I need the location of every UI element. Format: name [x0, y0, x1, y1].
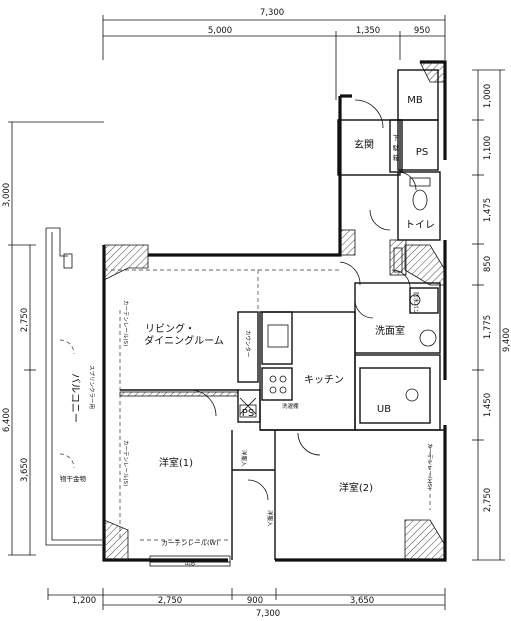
- closet-label-1: 洋服入: [240, 450, 248, 467]
- left-dimensions: [8, 121, 104, 556]
- shoe-box-3: 箱: [393, 153, 400, 162]
- dim-right-d: 850: [483, 256, 493, 272]
- dim-bottom-d: 3,650: [350, 596, 374, 606]
- balcony-outline: [45, 227, 102, 546]
- room-ps-mid: PS: [242, 408, 254, 419]
- dim-left-b: 2,750: [20, 308, 30, 332]
- curtain-rail-living: カーテンレール(S): [122, 300, 129, 346]
- dim-right-b: 1,100: [483, 136, 493, 160]
- waterproof-pan-label: 防水パン: [412, 292, 420, 315]
- curtain-rail-western1: カーテンレール(S): [122, 440, 129, 486]
- fixtures: [239, 177, 437, 418]
- room-ub: UB: [377, 404, 391, 415]
- dim-top-b: 1,350: [356, 26, 380, 36]
- room-ps-top: PS: [416, 147, 428, 158]
- dim-bottom-a: 1,200: [72, 596, 96, 606]
- room-living-2: ダイニングルーム: [144, 334, 224, 347]
- counter-label: カウンター: [244, 330, 252, 358]
- dim-bottom-total: 7,300: [256, 609, 280, 619]
- linen-label: 洗濯棚: [282, 402, 299, 410]
- curtain-rail-western2: カーテンレール(S): [426, 443, 433, 489]
- dim-left-a: 3,000: [2, 183, 12, 207]
- room-entrance: 玄関: [354, 138, 374, 151]
- dim-right-e: 1,775: [483, 315, 493, 339]
- bottom-dimensions: [47, 588, 446, 610]
- top-dimensions: [102, 15, 446, 100]
- dim-left-total: 6,400: [2, 408, 12, 432]
- room-western-2: 洋室(2): [339, 481, 373, 494]
- columns: [103, 61, 446, 561]
- dashed-lines: [104, 269, 431, 541]
- dim-right-total: 9,400: [502, 328, 511, 352]
- dim-right-f: 1,450: [483, 393, 493, 417]
- dim-left-c: 3,650: [20, 458, 30, 482]
- window-exit-label: 出窓: [184, 559, 196, 567]
- dim-bottom-c: 900: [247, 596, 263, 606]
- shoe-box-2: 駄: [393, 143, 400, 152]
- shoe-box-1: 下: [393, 134, 400, 142]
- room-western-1: 洋室(1): [159, 456, 193, 469]
- room-washroom: 洗面室: [375, 324, 405, 337]
- dim-top-a: 5,000: [208, 26, 232, 36]
- curtain-rail-bottom: カーテンレール(W): [162, 539, 219, 547]
- closet-label-2: 洋服入: [266, 510, 274, 527]
- room-kitchen: キッチン: [304, 374, 344, 386]
- right-dimensions: [472, 69, 505, 561]
- dim-right-c: 1,475: [483, 198, 493, 222]
- dim-bottom-b: 2,750: [158, 596, 182, 606]
- dim-top-total: 7,300: [260, 8, 284, 18]
- room-toilet: トイレ: [405, 220, 435, 231]
- sprinkler-label: スプリンクラー用: [88, 365, 95, 409]
- bay-window: [149, 555, 231, 567]
- interior-walls: [120, 69, 445, 560]
- room-living-1: リビング・: [145, 322, 195, 335]
- room-mb: MB: [407, 95, 423, 106]
- dim-right-a: 1,000: [483, 84, 493, 108]
- dim-top-c: 950: [414, 26, 430, 36]
- dim-right-g: 2,750: [483, 488, 493, 512]
- hardware-label: 物干金物: [60, 474, 87, 483]
- balcony-label: バルコニー: [69, 373, 81, 423]
- door-swings: [189, 99, 417, 501]
